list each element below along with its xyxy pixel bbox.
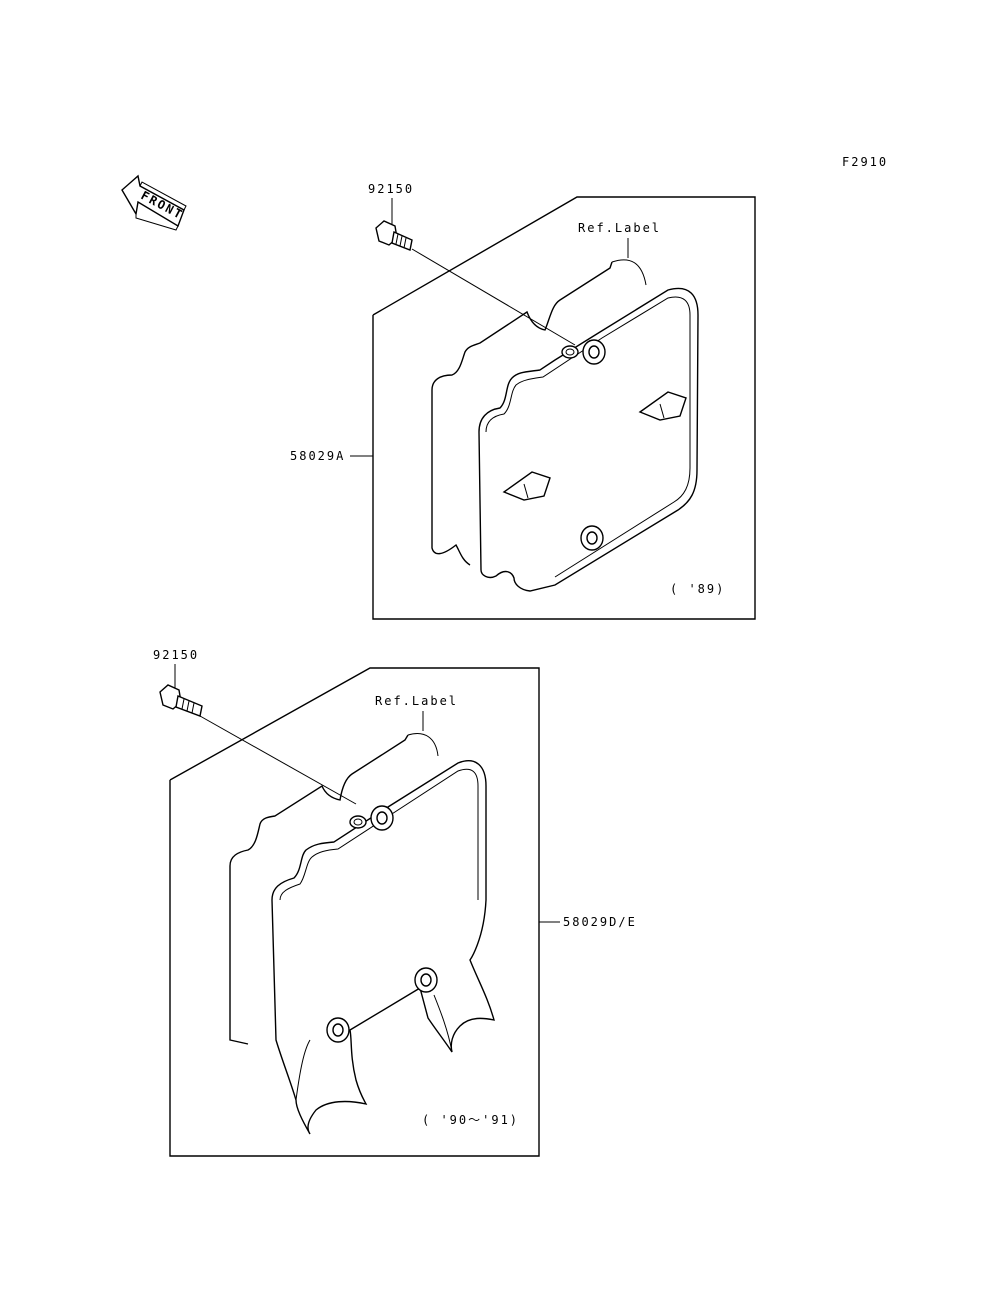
- lower-group: 92150 Ref.Label: [153, 648, 637, 1157]
- upper-back-plate: [431, 261, 613, 566]
- upper-ref-label: Ref.Label: [578, 221, 661, 235]
- upper-year-range: ( '89): [670, 582, 725, 596]
- upper-bottom-grommet: [580, 525, 604, 551]
- lower-part-number: 58029D/E: [563, 915, 637, 929]
- lower-right-grommet: [414, 967, 438, 993]
- lower-frame: [169, 667, 540, 1157]
- upper-bolt-icon: [375, 220, 413, 251]
- lower-back-plate: [229, 734, 409, 1045]
- lower-bolt-icon: [159, 684, 203, 717]
- upper-arrow-tab-left: [502, 471, 551, 501]
- lower-bolt-part-number: 92150: [153, 648, 199, 662]
- upper-arrow-tab-right: [638, 391, 687, 421]
- front-direction-arrow-icon: FRONT: [121, 174, 187, 231]
- lower-number-plate: [271, 760, 495, 1135]
- upper-number-plate: [478, 287, 699, 592]
- upper-group: 92150 Ref.Label: [290, 182, 756, 620]
- upper-frame: [372, 196, 756, 620]
- lower-left-grommet: [326, 1017, 350, 1043]
- upper-part-number: 58029A: [290, 449, 345, 463]
- upper-bolt-part-number: 92150: [368, 182, 414, 196]
- upper-top-grommet: [561, 339, 606, 365]
- lower-top-grommet: [349, 805, 394, 831]
- lower-ref-label: Ref.Label: [375, 694, 458, 708]
- figure-code: F2910: [842, 155, 888, 169]
- lower-year-range: ( '90～'91): [422, 1113, 519, 1127]
